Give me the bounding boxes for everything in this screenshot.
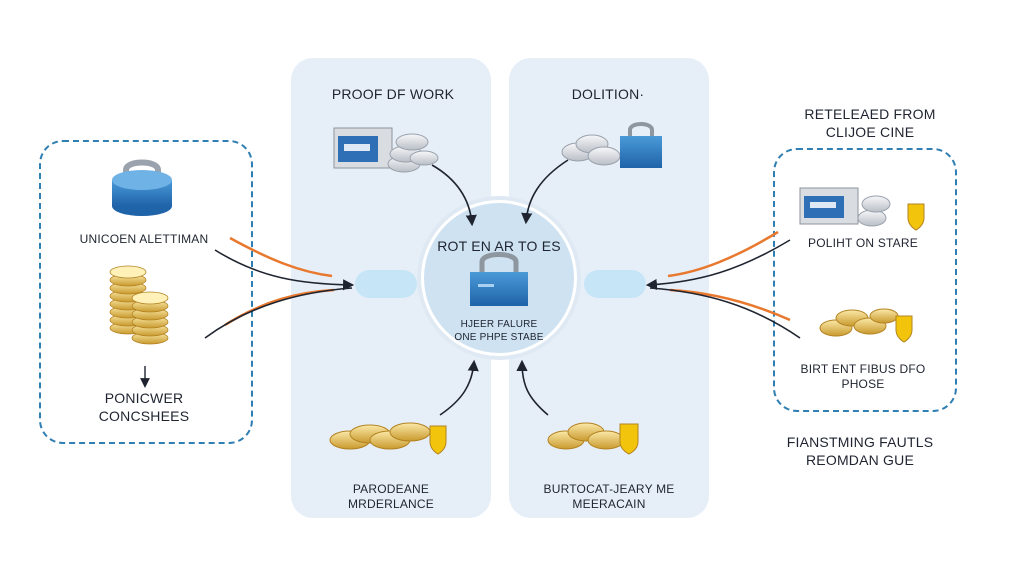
right-item-1-label: POLIHT ON STARE (808, 236, 918, 250)
right-orange-line-top (667, 230, 779, 278)
right-item-2-label-2: PHOSE (841, 377, 885, 391)
arrow-dol-top (521, 159, 569, 225)
left-orange-line-top (229, 236, 333, 278)
gold-coins-badge-icon (819, 308, 913, 343)
left-connector-pill (355, 270, 417, 298)
right-black-line-bottom (649, 287, 801, 339)
server-icon (333, 127, 439, 173)
lock-icon (112, 159, 172, 216)
proof-of-work-title: PROOF DF WORK (331, 86, 455, 102)
center-title: ROT EN AR TO ES (437, 238, 561, 254)
center-subtitle-2: ONE PHPE STABE (454, 332, 544, 343)
left-black-line-bottom (204, 287, 353, 339)
left-caption-1: PONICWER (104, 390, 184, 406)
gold-coins-badge-icon (547, 422, 639, 455)
silver-coins-lock-icon (561, 122, 662, 168)
right-caption-2: REOMDAN GUE (806, 452, 914, 468)
left-black-line-top (214, 249, 355, 291)
right-heading-1: RETELEAED FROM (804, 106, 936, 122)
left-group-box (39, 140, 253, 444)
left-lock-label: UNICOEN ALETTIMAN (79, 232, 209, 246)
arrow-dol-bottom (516, 359, 549, 416)
server-coins-badge-icon (799, 187, 925, 231)
right-heading-2: CLIJOE CINE (825, 124, 915, 140)
dolition-title: DOLITION· (571, 86, 645, 102)
arrow-pow-top (431, 164, 477, 227)
center-subtitle-1: HJEER FALURE (460, 319, 538, 330)
pow-bottom-label-1: PARODEANE (352, 482, 430, 496)
center-lock-icon (470, 252, 528, 306)
right-connector-pill (584, 270, 646, 298)
left-caption-2: CONCSHEES (98, 408, 190, 424)
right-caption-1: FIANSTMING FAUTLS (786, 434, 934, 450)
gold-coins-badge-icon (329, 422, 447, 455)
right-item-2-label-1: BIRT ENT FIBUS DFO (800, 362, 926, 376)
arrow-pow-bottom (439, 359, 479, 416)
right-group-box (773, 148, 957, 412)
right-black-line-top (645, 239, 791, 291)
coin-stack-icon (109, 265, 169, 345)
pow-bottom-label-2: MRDERLANCE (347, 497, 434, 511)
dolition-bottom-label-2: MEERACAIN (572, 497, 646, 511)
dolition-bottom-label-1: BURTOCAT-JEARY ME (543, 482, 675, 496)
